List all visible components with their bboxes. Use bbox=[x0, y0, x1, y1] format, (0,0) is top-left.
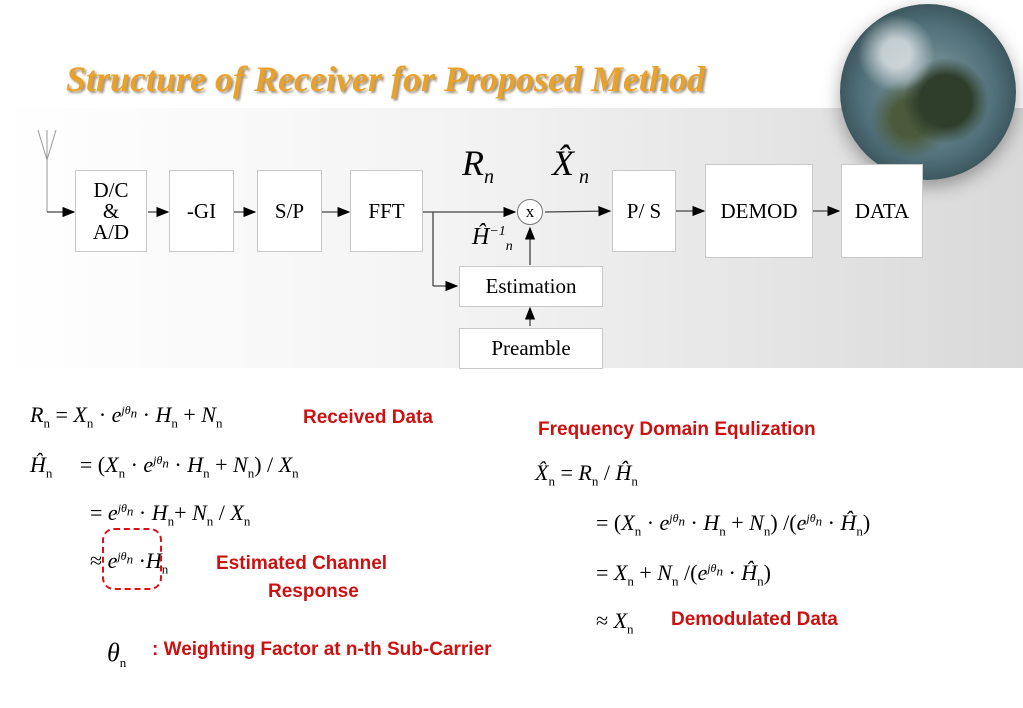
sp-block: S/P bbox=[257, 170, 322, 252]
hhat-inverse-symbol: Ĥ−1n bbox=[472, 224, 513, 254]
dc-label: D/C bbox=[93, 177, 129, 202]
estimated-channel-label-1: Estimated Channel bbox=[216, 553, 388, 574]
data-block: DATA bbox=[841, 164, 923, 258]
slide-title: Structure of Receiver for Proposed Metho… bbox=[66, 59, 705, 99]
globe-image bbox=[840, 4, 1016, 180]
equalization-equation-1: X̂n = Rn / Ĥn bbox=[535, 460, 638, 489]
estimated-channel-label-2: Response bbox=[268, 581, 359, 602]
channel-estimate-equation-2: = ejθn · Hn+ Nn / Xn bbox=[90, 500, 251, 529]
received-data-label: Received Data bbox=[303, 407, 433, 428]
weighting-factor-label: : Weighting Factor at n-th Sub-Carrier bbox=[152, 639, 492, 660]
received-data-equation: Rn = Xn · ejθn · Hn + Nn bbox=[30, 402, 223, 431]
equalization-equation-4: ≈ Xn bbox=[596, 608, 634, 637]
frequency-domain-label: Frequency Domain Equlization bbox=[538, 419, 816, 440]
equalization-equation-3: = Xn + Nn /(ejθn · Ĥn) bbox=[596, 560, 771, 589]
multiplier-node: x bbox=[517, 199, 543, 225]
estimation-block: Estimation bbox=[459, 266, 603, 307]
equalization-equation-2: = (Xn · ejθn · Hn + Nn) /(ejθn · Ĥn) bbox=[596, 510, 871, 539]
ad-label: A/D bbox=[92, 219, 130, 244]
demodulated-data-label: Demodulated Data bbox=[671, 609, 838, 630]
demod-block: DEMOD bbox=[705, 164, 813, 258]
channel-estimate-equation-1: Ĥn = (Xn · ejθn · Hn + Nn) / Xn bbox=[30, 452, 299, 481]
dc-ad-block: D/C & A/D bbox=[75, 170, 147, 252]
dashed-highlight-box bbox=[102, 528, 162, 590]
remove-gi-block: -GI bbox=[169, 170, 234, 252]
rn-symbol: Rn bbox=[462, 143, 494, 189]
fft-block: FFT bbox=[350, 170, 423, 252]
ampersand-label: & bbox=[102, 198, 120, 223]
antenna-icon bbox=[37, 129, 57, 212]
theta-n-symbol: θn bbox=[107, 638, 127, 671]
xhat-n-symbol: X̂ n bbox=[552, 143, 589, 189]
preamble-block: Preamble bbox=[459, 328, 603, 369]
channel-estimate-equation-3: ≈ ejθn ·Hn bbox=[90, 548, 169, 577]
ps-block: P/ S bbox=[612, 170, 676, 252]
